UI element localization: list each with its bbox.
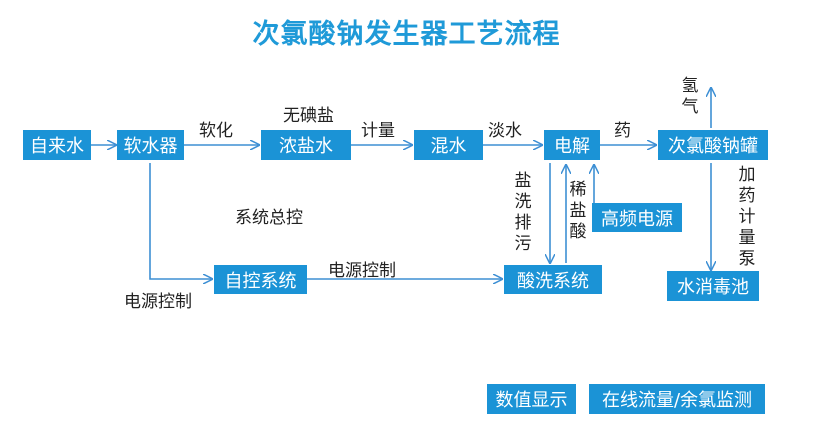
box-electrolysis: 电解 (544, 130, 600, 160)
label-salt-wash-drain: 盐洗排污 (514, 171, 532, 254)
box-brine: 浓盐水 (261, 130, 351, 160)
box-online-monitoring: 在线流量/余氯监测 (589, 384, 765, 414)
label-medicine: 药 (614, 121, 631, 141)
box-value-display: 数值显示 (487, 384, 576, 414)
label-system-control: 系统总控 (235, 208, 303, 228)
label-dosing-pump: 加药计量泵 (738, 165, 756, 269)
label-power-control-left: 电源控制 (124, 292, 192, 312)
label-dilute-acid: 稀盐酸 (569, 180, 587, 242)
label-hydrogen: 氢气 (681, 76, 699, 117)
box-disinfection-pool: 水消毒池 (667, 271, 759, 301)
label-metering: 计量 (361, 121, 395, 141)
arrow-softener-to-autocontrol (149, 163, 212, 279)
box-mixed-water: 混水 (414, 130, 483, 160)
box-tap-water: 自来水 (23, 130, 91, 160)
box-acid-wash: 酸洗系统 (504, 265, 602, 294)
label-iodine-free-salt: 无碘盐 (283, 106, 334, 126)
page-title: 次氯酸钠发生器工艺流程 (252, 19, 561, 50)
box-sodium-hypochlorite-tank: 次氯酸钠罐 (658, 130, 768, 160)
box-softener: 软水器 (117, 130, 184, 160)
box-hf-power: 高频电源 (592, 203, 682, 232)
label-fresh-water: 淡水 (488, 121, 522, 141)
label-soften: 软化 (199, 121, 233, 141)
box-auto-control: 自控系统 (214, 265, 307, 294)
label-power-control-mid: 电源控制 (328, 261, 396, 281)
